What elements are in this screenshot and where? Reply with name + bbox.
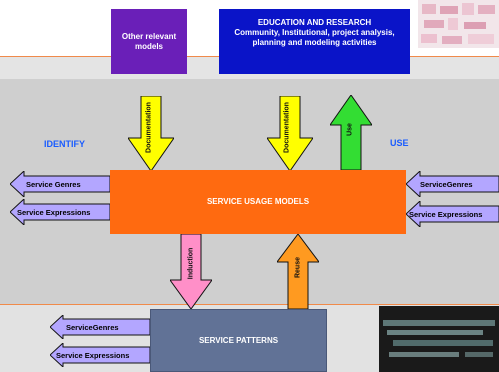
right-service-expressions-text: Service Expressions <box>409 210 483 219</box>
right-service-expressions-arrow <box>406 201 499 227</box>
documentation-arrow-right <box>267 96 313 172</box>
education-research-body: Community, Institutional, project analys… <box>234 28 395 47</box>
use-label: USE <box>390 138 409 148</box>
documentation-arrow-left <box>128 96 174 172</box>
induction-text: Induction <box>187 247 195 280</box>
reuse-text: Reuse <box>294 257 302 279</box>
decorative-corner-image-top <box>418 0 499 48</box>
right-service-genres-text: ServiceGenres <box>420 180 473 189</box>
right-service-genres-arrow <box>406 171 499 197</box>
service-patterns-box: SERVICE PATTERNS <box>150 309 327 372</box>
bottom-service-genres-arrow <box>50 315 150 339</box>
documentation-right-text: Documentation <box>283 102 291 153</box>
left-service-genres-arrow <box>10 171 110 197</box>
identify-label: IDENTIFY <box>44 139 86 149</box>
documentation-left-text: Documentation <box>145 102 153 153</box>
bottom-service-expressions-text: Service Expressions <box>56 351 130 360</box>
left-service-genres-text: Service Genres <box>26 180 81 189</box>
left-service-expressions-arrow <box>10 199 110 225</box>
service-usage-models-box: SERVICE USAGE MODELS <box>110 170 406 234</box>
service-usage-models-text: SERVICE USAGE MODELS <box>206 197 310 206</box>
other-relevant-models-text: Other relevant models <box>121 31 177 51</box>
service-patterns-text: SERVICE PATTERNS <box>198 335 279 345</box>
decorative-corner-image-bottom <box>379 306 499 372</box>
bottom-service-expressions-arrow <box>50 343 150 367</box>
other-relevant-models-box: Other relevant models <box>111 9 187 74</box>
bottom-service-genres-text: ServiceGenres <box>66 323 119 332</box>
left-service-expressions-text: Service Expressions <box>17 208 91 217</box>
use-up-text: Use <box>346 123 354 136</box>
education-research-box: EDUCATION AND RESEARCH Community, Instit… <box>219 9 410 74</box>
education-research-title: EDUCATION AND RESEARCH <box>257 18 372 27</box>
induction-down-arrow <box>170 234 212 310</box>
divider-line-bottom <box>0 304 499 305</box>
